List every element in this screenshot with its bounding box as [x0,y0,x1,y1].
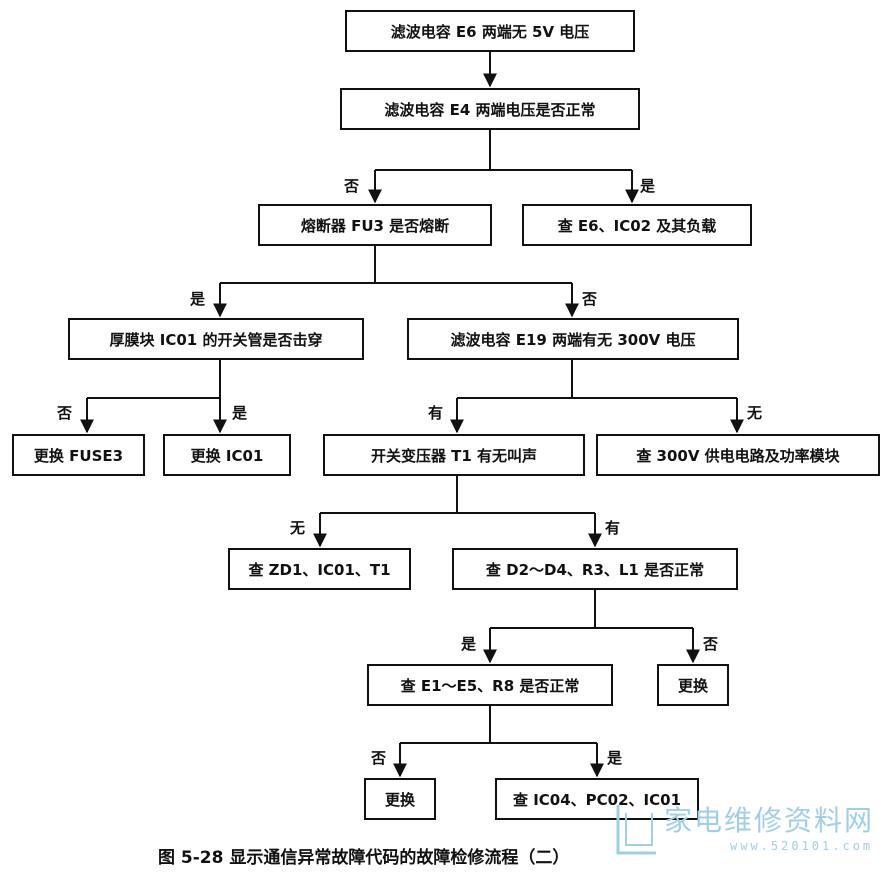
label-no-2-3: 否 [344,177,360,195]
node-e19-300v: 滤波电容 E19 两端有无 300V 电压 [407,318,739,360]
label-none-9-11: 无 [290,519,306,537]
node-check-e6-ic02: 查 E6、IC02 及其负载 [522,204,752,246]
node-check-d2-d4-r3-l1: 查 D2～D4、R3、L1 是否正常 [452,548,738,590]
label-yes-3-5: 是 [190,290,206,308]
node-check-e1-e5-r8: 查 E1～E5、R8 是否正常 [367,664,613,706]
node-check-300v-supply: 查 300V 供电电路及功率模块 [596,434,880,476]
label-yes-5-8: 是 [232,404,248,422]
node-t1-noise: 开关变压器 T1 有无叫声 [323,434,585,476]
node-replace-fuse3: 更换 FUSE3 [12,434,145,476]
node-replace-b: 更换 [364,778,436,820]
label-no-12-14: 否 [703,635,719,653]
label-has-6-9: 有 [428,404,444,422]
figure-caption: 图 5-28 显示通信异常故障代码的故障检修流程（二） [158,848,570,868]
node-fu3-blown: 熔断器 FU3 是否熔断 [258,204,492,246]
node-ic01-switch-breakdown: 厚膜块 IC01 的开关管是否击穿 [68,318,364,360]
node-no-5v-at-e6: 滤波电容 E6 两端无 5V 电压 [345,10,635,52]
node-check-zd1-ic01-t1: 查 ZD1、IC01、T1 [228,548,411,590]
label-has-9-12: 有 [605,519,621,537]
label-no-5-7: 否 [57,404,73,422]
node-check-e4-voltage: 滤波电容 E4 两端电压是否正常 [340,88,640,130]
label-no-3-6: 否 [582,290,598,308]
label-none-6-10: 无 [747,404,763,422]
label-yes-12-13: 是 [461,635,477,653]
node-replace-ic01: 更换 IC01 [163,434,291,476]
label-no-13-15: 否 [371,749,387,767]
node-check-ic04-pc02-ic01: 查 IC04、PC02、IC01 [495,778,699,820]
label-yes-2-4: 是 [640,177,656,195]
label-yes-13-16: 是 [607,749,623,767]
node-replace-a: 更换 [657,664,729,706]
